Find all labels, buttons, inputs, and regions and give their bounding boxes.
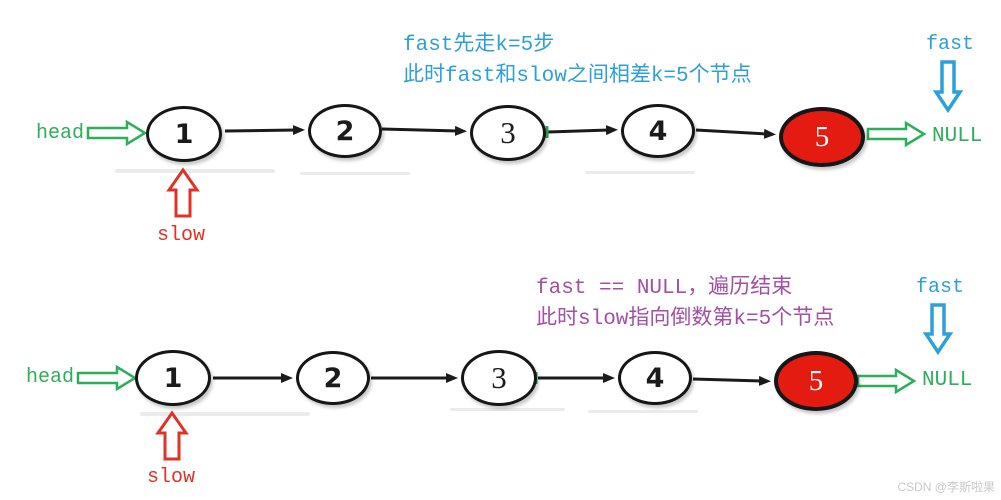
step2-annotation: fast == NULL，遍历结束 此时slow指向倒数第k=5个节点 bbox=[536, 273, 834, 335]
green-tick-marks bbox=[534, 126, 549, 384]
list-node-1-step1: 1 bbox=[146, 106, 222, 162]
node-value: 3 bbox=[491, 360, 507, 395]
null-arrow-step1 bbox=[866, 120, 927, 148]
step1-annotation: fast先走k=5步 此时fast和slow之间相差k=5个节点 bbox=[403, 30, 752, 92]
node-value: 5 bbox=[814, 120, 830, 153]
node-value: 5 bbox=[808, 364, 824, 397]
slow-arrow-step1 bbox=[166, 167, 200, 218]
list-node-4-step1: 4 bbox=[621, 104, 695, 158]
list-node-2-step1: 2 bbox=[308, 104, 382, 158]
next-pointer-arrows-step1 bbox=[224, 125, 776, 139]
list-node-3-step2: 3 bbox=[461, 350, 537, 406]
null-label-step1: NULL bbox=[932, 125, 983, 148]
fast-arrow-step1 bbox=[932, 60, 964, 114]
node-value: 2 bbox=[323, 362, 343, 394]
node-value: 1 bbox=[174, 118, 194, 150]
node-value: 3 bbox=[500, 115, 516, 150]
node-value: 4 bbox=[645, 362, 665, 394]
smudge-decoration bbox=[115, 169, 698, 416]
slow-label-step1: slow bbox=[157, 224, 206, 247]
list-node-5-step1: 5 bbox=[779, 107, 865, 167]
list-node-5-step2: 5 bbox=[774, 351, 858, 411]
head-arrow-step1 bbox=[86, 119, 148, 147]
step1-annotation-line1: fast先走k=5步 bbox=[403, 34, 555, 57]
step1-annotation-line2: 此时fast和slow之间相差k=5个节点 bbox=[403, 65, 752, 88]
fast-label-step2: fast bbox=[916, 276, 965, 299]
list-node-3-step1: 3 bbox=[470, 105, 546, 161]
node-value: 4 bbox=[648, 115, 668, 147]
slow-label-step2: slow bbox=[147, 466, 196, 489]
list-node-4-step2: 4 bbox=[618, 351, 692, 405]
step2-annotation-line2: 此时slow指向倒数第k=5个节点 bbox=[536, 308, 835, 331]
list-node-2-step2: 2 bbox=[296, 351, 370, 405]
null-arrow-step2 bbox=[856, 367, 917, 395]
list-node-1-step2: 1 bbox=[135, 350, 211, 406]
fast-arrow-step2 bbox=[922, 303, 954, 356]
step2-annotation-line1: fast == NULL，遍历结束 bbox=[536, 277, 793, 300]
node-value: 1 bbox=[163, 362, 183, 394]
node-value: 2 bbox=[335, 115, 355, 147]
csdn-watermark: CSDN @李斯啦果 bbox=[897, 480, 995, 494]
next-pointer-arrows-step2 bbox=[213, 373, 771, 386]
null-label-step2: NULL bbox=[922, 369, 973, 392]
head-label-step2: head bbox=[26, 366, 75, 389]
head-arrow-step2 bbox=[76, 364, 138, 392]
slow-arrow-step2 bbox=[155, 410, 189, 461]
head-label-step1: head bbox=[36, 122, 85, 145]
fast-label-step1: fast bbox=[926, 33, 975, 56]
